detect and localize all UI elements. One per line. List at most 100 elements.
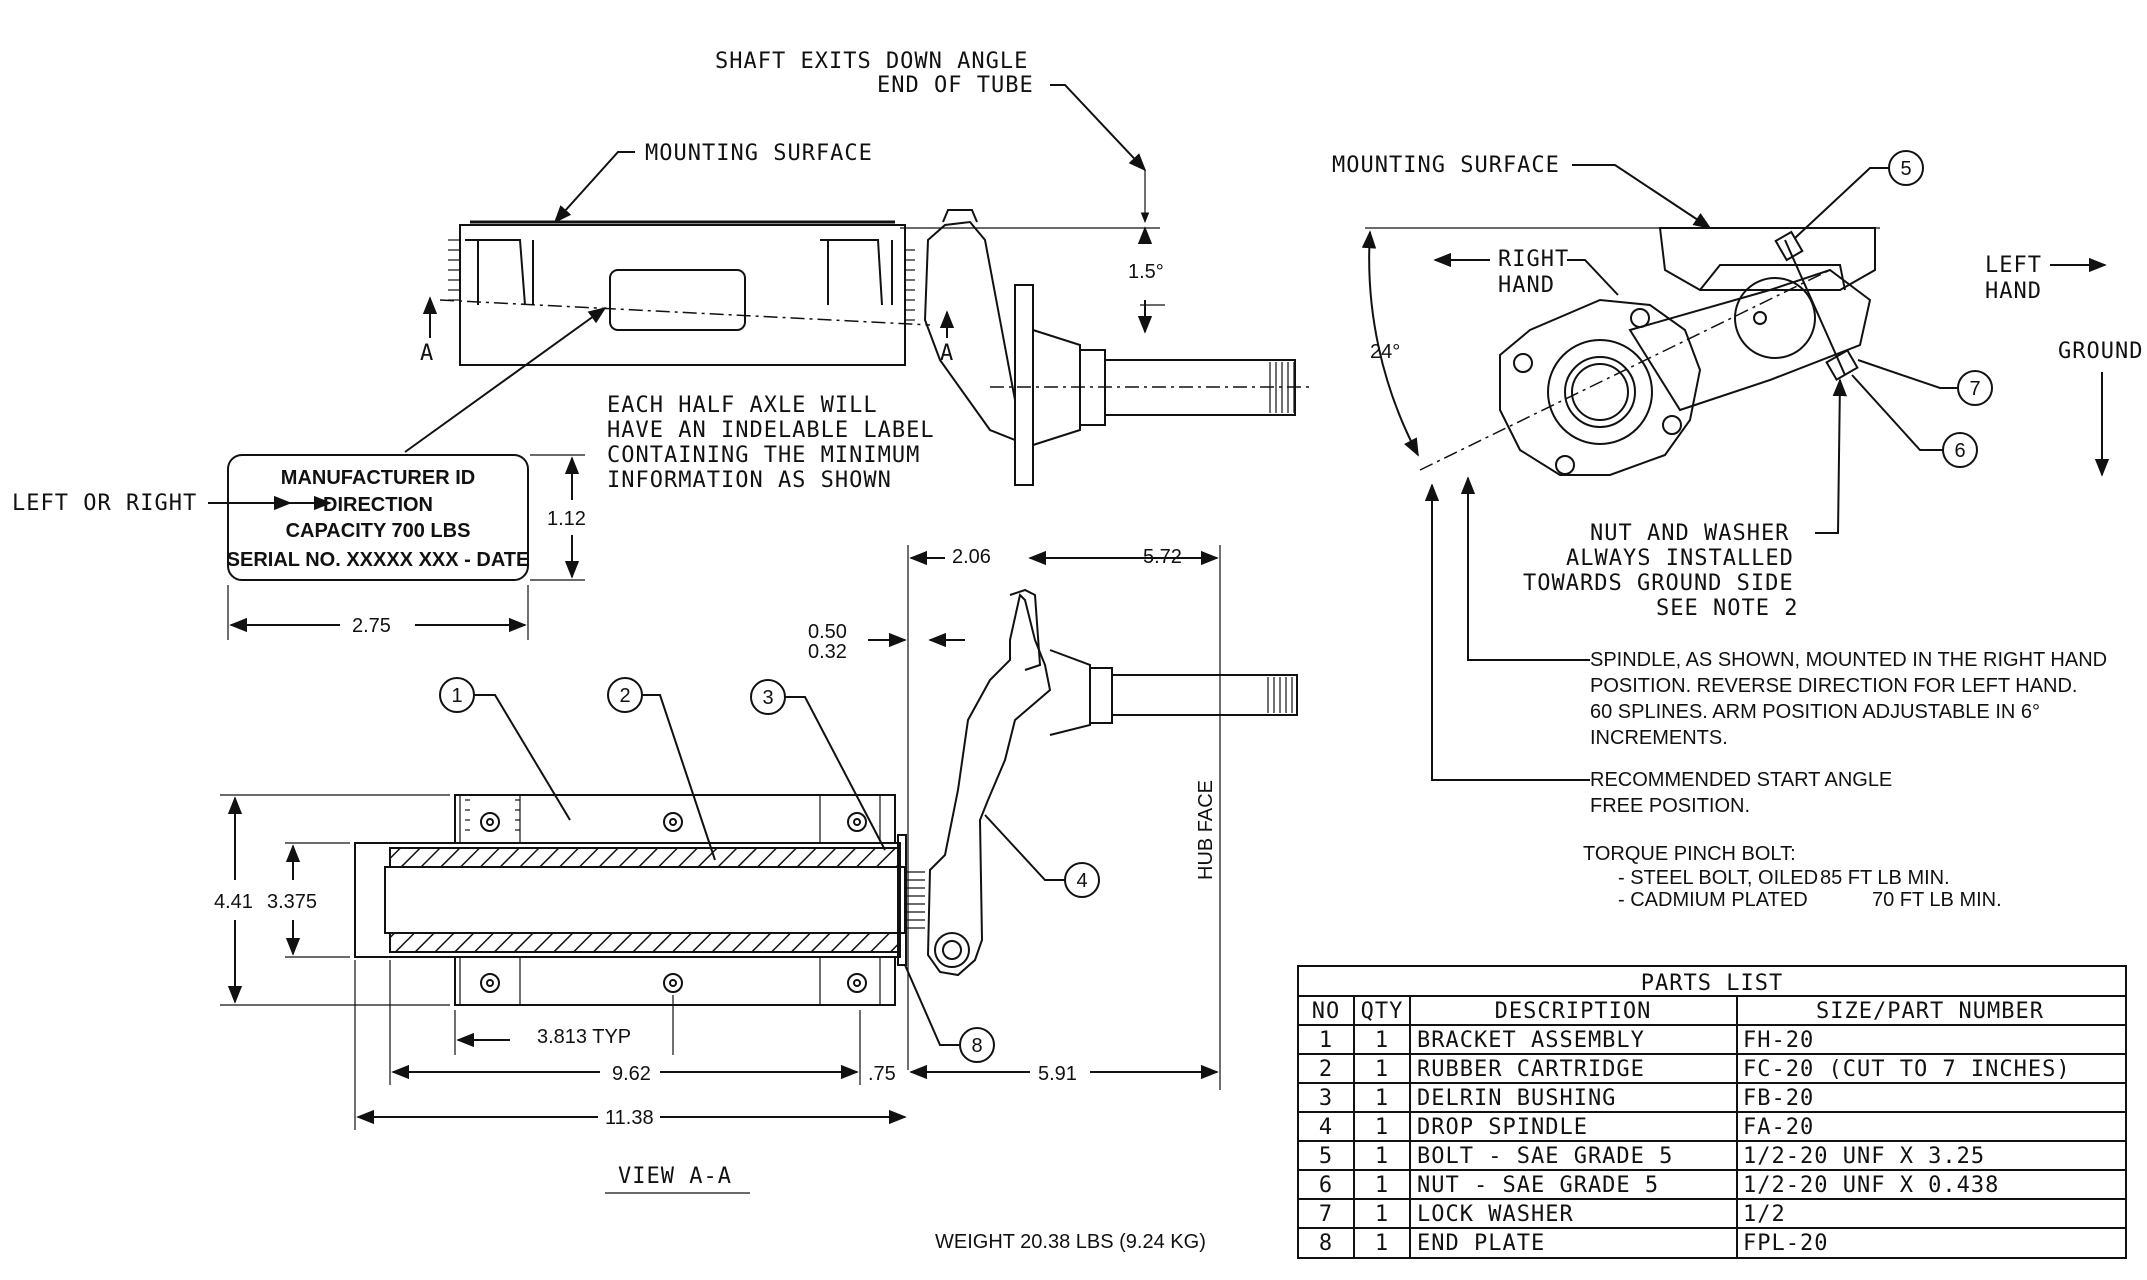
- spindle-note-4: INCREMENTS.: [1590, 727, 1728, 749]
- row-5-part: 1/2-20 UNF X 3.25: [1743, 1144, 1985, 1169]
- note-shaft-exit-1: SHAFT EXITS DOWN ANGLE: [715, 49, 1028, 74]
- side-serrations: [448, 239, 915, 321]
- balloon-6-text: 6: [1954, 440, 1965, 462]
- weight-note: WEIGHT 20.38 LBS (9.24 KG): [935, 1231, 1206, 1253]
- row-8-no: 8: [1319, 1231, 1333, 1256]
- dim-9-62: 9.62: [612, 1063, 651, 1085]
- col-part-number: SIZE/PART NUMBER: [1816, 999, 2044, 1024]
- row-4-part: FA-20: [1743, 1115, 1814, 1140]
- side-hub-flange: [1014, 284, 1034, 486]
- row-6-no: 6: [1319, 1173, 1333, 1198]
- row-7-qty: 1: [1375, 1202, 1389, 1227]
- spindle-shaft: [1111, 674, 1298, 716]
- row-6-qty: 1: [1375, 1173, 1389, 1198]
- row-5-no: 5: [1319, 1144, 1333, 1169]
- dim-2-06: 2.06: [952, 546, 991, 568]
- end-hub-ring: [1547, 339, 1653, 445]
- balloon-4-text: 4: [1076, 870, 1087, 892]
- row-4-qty: 1: [1375, 1115, 1389, 1140]
- col-qty: QTY: [1361, 999, 1404, 1024]
- section-serrations: [459, 795, 881, 1005]
- dim-plate-width: 2.75: [352, 615, 391, 637]
- start-angle-1: RECOMMENDED START ANGLE: [1590, 769, 1892, 791]
- nut-note-1: NUT AND WASHER: [1590, 521, 1789, 546]
- dim-plate-height: 1.12: [547, 508, 586, 530]
- right-hand-2: HAND: [1498, 273, 1555, 298]
- row-5-qty: 1: [1375, 1144, 1389, 1169]
- view-title: VIEW A-A: [618, 1164, 732, 1189]
- section-view: 1 2 3 4 8 2.06 5.72 0.50 0.32 HUB FACE: [214, 545, 1298, 1194]
- row-1-part: FH-20: [1743, 1028, 1814, 1053]
- parts-list-title: PARTS LIST: [1641, 971, 1783, 996]
- side-bracket: [459, 224, 906, 366]
- left-hand-2: HAND: [1985, 279, 2042, 304]
- torque-cadmium: - CADMIUM PLATED: [1618, 889, 1808, 911]
- row-6-description: NUT - SAE GRADE 5: [1417, 1173, 1659, 1198]
- label-location: [609, 269, 746, 331]
- inner-shaft: [384, 866, 906, 934]
- table-row: 5 1 BOLT - SAE GRADE 5 1/2-20 UNF X 3.25: [1319, 1144, 1985, 1169]
- pinch-bolt-head: [934, 932, 970, 968]
- dim-5-72: 5.72: [1143, 546, 1182, 568]
- parts-list-table: PARTS LIST NO QTY DESCRIPTION SIZE/PART …: [1297, 965, 2127, 1259]
- table-row: 7 1 LOCK WASHER 1/2: [1319, 1202, 1786, 1227]
- balloon-2-text: 2: [619, 685, 630, 707]
- balloon-7-text: 7: [1969, 378, 1980, 400]
- balloon-3-text: 3: [762, 687, 773, 709]
- label-plate-outline: [227, 454, 529, 581]
- row-8-part: FPL-20: [1743, 1231, 1828, 1256]
- end-shaft-circle: [1734, 277, 1816, 359]
- end-view: MOUNTING SURFACE RIGHT HAND LEFT HAND GR…: [1332, 150, 2142, 911]
- row-1-qty: 1: [1375, 1028, 1389, 1053]
- nut-note-4: SEE NOTE 2: [1656, 596, 1798, 621]
- section-a-left: A: [420, 341, 434, 366]
- spindle-note-1: SPINDLE, AS SHOWN, MOUNTED IN THE RIGHT …: [1590, 649, 2107, 671]
- balloon-1-text: 1: [451, 685, 462, 707]
- table-row: 2 1 RUBBER CARTRIDGE FC-20 (CUT TO 7 INC…: [1319, 1057, 2071, 1082]
- row-2-description: RUBBER CARTRIDGE: [1417, 1057, 1645, 1082]
- torque-steel-value: 85 FT LB MIN.: [1820, 867, 1950, 889]
- angle-1-5: 1.5°: [1128, 261, 1164, 283]
- nut-note-3: TOWARDS GROUND SIDE: [1523, 571, 1794, 596]
- dim-3-375: 3.375: [267, 891, 317, 913]
- row-6-part: 1/2-20 UNF X 0.438: [1743, 1173, 1999, 1198]
- nut-note-2: ALWAYS INSTALLED: [1566, 546, 1794, 571]
- bolt-holes: [480, 812, 867, 993]
- rubber-cartridge-bottom: [389, 932, 899, 953]
- col-no: NO: [1312, 999, 1341, 1024]
- row-7-description: LOCK WASHER: [1417, 1202, 1574, 1227]
- row-5-description: BOLT - SAE GRADE 5: [1417, 1144, 1673, 1169]
- outer-tube: [354, 842, 901, 958]
- table-row: 6 1 NUT - SAE GRADE 5 1/2-20 UNF X 0.438: [1319, 1173, 1999, 1198]
- start-angle-2: FREE POSITION.: [1590, 795, 1750, 817]
- left-or-right: LEFT OR RIGHT: [12, 491, 197, 516]
- label-plate: MANUFACTURER ID DIRECTION CAPACITY 700 L…: [12, 454, 586, 640]
- row-8-qty: 1: [1375, 1231, 1389, 1256]
- row-3-part: FB-20: [1743, 1086, 1814, 1111]
- row-3-no: 3: [1319, 1086, 1333, 1111]
- row-2-qty: 1: [1375, 1057, 1389, 1082]
- side-spindle-arm: [923, 220, 1016, 442]
- balloon-5-text: 5: [1900, 158, 1911, 180]
- angle-24: 24°: [1370, 341, 1400, 363]
- dim-3-813: 3.813 TYP: [537, 1026, 631, 1048]
- end-hub-flange: [1499, 298, 1702, 476]
- row-3-description: DELRIN BUSHING: [1417, 1086, 1616, 1111]
- label-note-3: CONTAINING THE MINIMUM: [607, 443, 920, 468]
- row-7-part: 1/2: [1743, 1202, 1786, 1227]
- label-note-1: EACH HALF AXLE WILL: [607, 393, 878, 418]
- note-mounting-surface-left: MOUNTING SURFACE: [645, 141, 873, 166]
- row-2-part: FC-20 (CUT TO 7 INCHES): [1743, 1057, 2071, 1082]
- end-bracket: [1658, 227, 1876, 291]
- torque-steel: - STEEL BOLT, OILED: [1618, 867, 1818, 889]
- end-plate: [897, 834, 907, 966]
- row-1-description: BRACKET ASSEMBLY: [1417, 1028, 1645, 1053]
- note-shaft-exit-2: END OF TUBE: [877, 73, 1034, 98]
- plate-line-1: MANUFACTURER ID: [281, 467, 475, 489]
- row-2-no: 2: [1319, 1057, 1333, 1082]
- dim-11-38: 11.38: [605, 1107, 654, 1129]
- label-note-2: HAVE AN INDELABLE LABEL: [607, 418, 935, 443]
- row-1-no: 1: [1319, 1028, 1333, 1053]
- left-hand-1: LEFT: [1985, 253, 2042, 278]
